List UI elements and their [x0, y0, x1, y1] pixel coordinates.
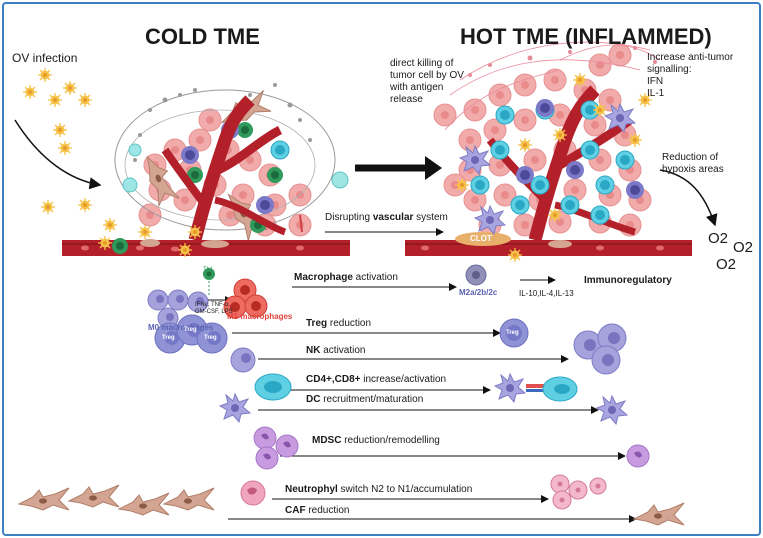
neutrophil-switch-label: Neutrophyl switch N2 to N1/accumulation	[285, 484, 473, 495]
mdsc-cells-left	[253, 426, 299, 470]
hypoxia-label: Reduction of hypoxis areas	[662, 152, 724, 175]
m2-label: M2a/2b/2c	[459, 288, 498, 297]
cytokines-label: IFNγ, TNF-α, GM-CSF, LPS	[195, 302, 233, 315]
treg-cell-label-2: Treg	[184, 327, 197, 333]
cd4-cd8-label: CD4+,CD8+ increase/activation	[306, 374, 447, 385]
treg-cell-label-1: Treg	[162, 335, 175, 341]
direct-killing-label: direct killing of tumor cell by OV with …	[390, 58, 464, 105]
dc-recruitment-label: DC recruitment/maturation	[306, 394, 424, 405]
nk-cells-right	[573, 323, 627, 375]
cold-tme-title: COLD TME	[145, 24, 260, 49]
th1-label: Th1	[203, 267, 214, 273]
clot-label: CLOT	[470, 234, 492, 243]
hot-tme-title: HOT TME (INFLAMMED)	[460, 24, 712, 49]
macrophage-panel	[147, 264, 487, 329]
macrophage-activation-label: Macrophage activation	[294, 272, 398, 283]
interleukins-label: IL-10,IL-4,IL-13	[519, 289, 574, 298]
treg-cell-label-right: Treg	[506, 330, 519, 336]
vascular-label: Disrupting vascular system	[325, 212, 448, 223]
anti-tumor-signalling-label: Increase anti-tumor signalling: IFN IL-1	[647, 52, 734, 99]
m1-macrophages-label: M1 macrophages	[227, 312, 293, 321]
neutrophil-cells-right	[550, 474, 607, 510]
mdsc-reduction-label: MDSC reduction/remodelling	[312, 435, 440, 446]
hot-tme-illustration	[405, 41, 718, 263]
treg-reduction-label: Treg reduction	[306, 318, 372, 329]
o2-label-1: O2	[708, 230, 729, 247]
treg-cell-label-3: Treg	[204, 335, 217, 341]
m0-macrophages-label: M0 macrophages	[148, 323, 214, 332]
ov-infection-label: OV infection	[12, 51, 78, 65]
o2-label-3: O2	[716, 256, 737, 273]
o2-label-2: O2	[733, 239, 754, 256]
caf-reduction-label: CAF reduction	[285, 505, 350, 516]
cold-tme-illustration	[14, 67, 350, 258]
nk-activation-label: NK activation	[306, 345, 366, 356]
immunoregulatory-label: Immunoregulatory	[584, 275, 672, 286]
treg-cells-left	[154, 314, 228, 354]
